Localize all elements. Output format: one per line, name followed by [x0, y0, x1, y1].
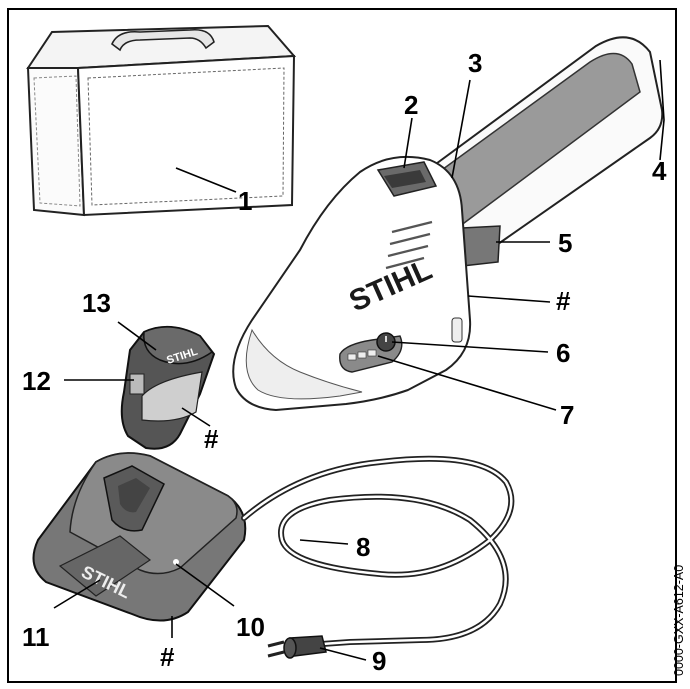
callout-lines [53, 59, 665, 661]
callout-10: 10 [236, 612, 265, 642]
callout-1: 1 [238, 186, 252, 216]
callout-12: 12 [22, 366, 51, 396]
callout-11: 11 [22, 622, 50, 652]
callout-8: 8 [356, 532, 370, 562]
callout-5: 5 [558, 228, 572, 258]
callout-3: 3 [468, 48, 482, 78]
callout-hash-charger: # [160, 642, 175, 672]
callout-hash-battery: # [204, 424, 219, 454]
callout-4: 4 [652, 156, 667, 186]
callout-6: 6 [556, 338, 570, 368]
hedge-trimmer [232, 36, 664, 412]
callout-13: 13 [82, 288, 111, 318]
callout-2: 2 [404, 90, 418, 120]
power-plug [267, 635, 327, 659]
callout-9: 9 [372, 646, 386, 676]
callout-hash-trimmer: # [556, 286, 571, 316]
callout-7: 7 [560, 400, 574, 430]
battery [120, 325, 216, 450]
charger [32, 452, 515, 647]
storage-case [26, 24, 297, 217]
figure-code: 0000-GXX-A612-A0 [672, 565, 686, 676]
